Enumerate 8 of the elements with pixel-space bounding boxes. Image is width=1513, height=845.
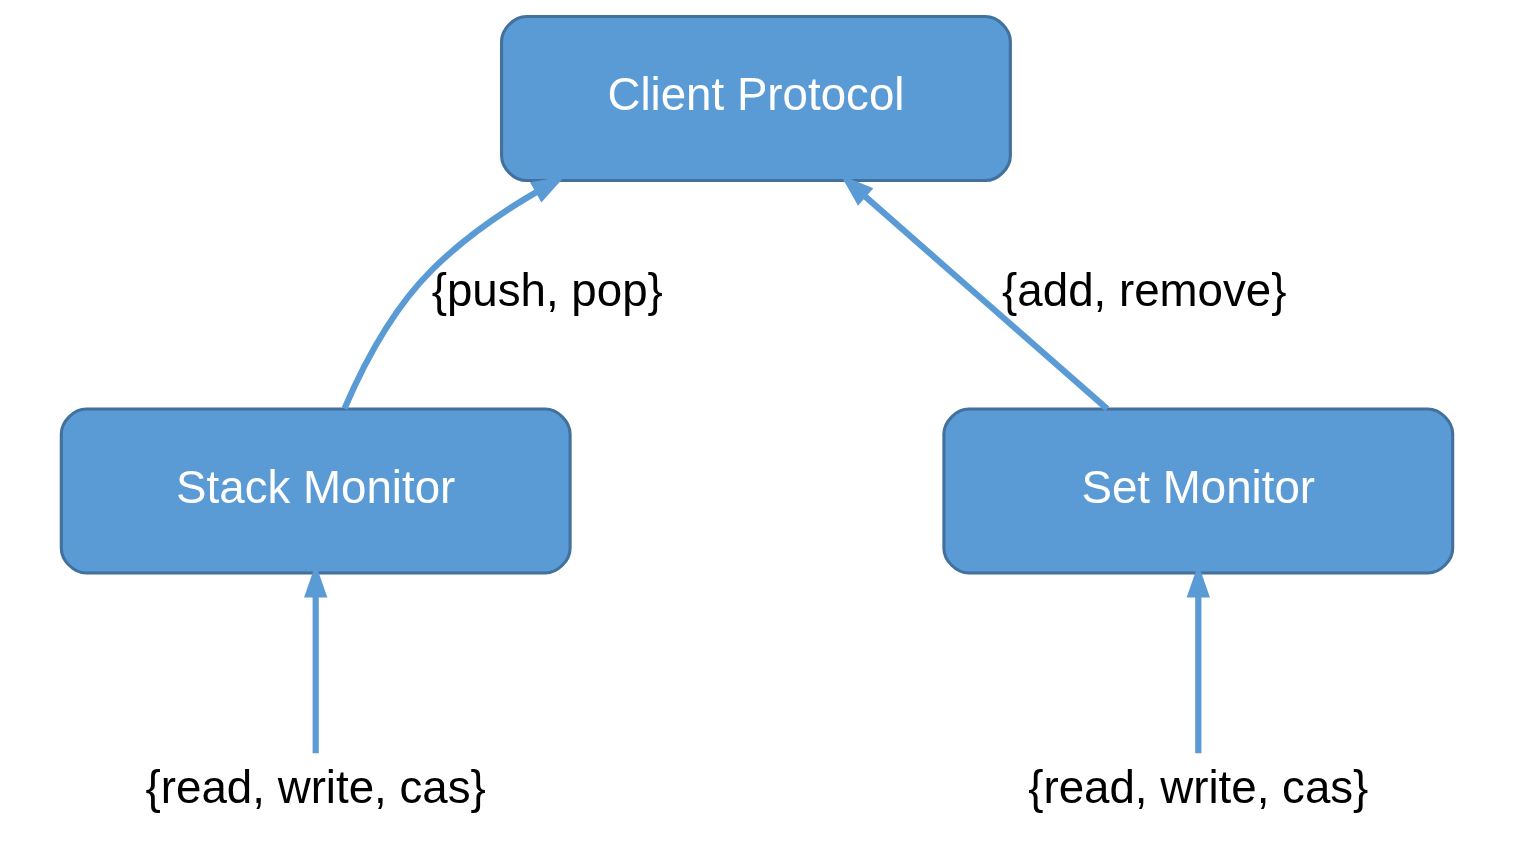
edge-label: {add, remove} [1001, 265, 1286, 317]
edge-label: {push, pop} [431, 265, 663, 317]
arrow [341, 176, 565, 410]
node-box: Set Monitor [941, 407, 1454, 575]
node-text: {read, write, cas} [145, 761, 486, 813]
node-text: {read, write, cas} [1027, 761, 1368, 813]
node-box: Client Protocol [499, 14, 1012, 183]
node-box: Stack Monitor [59, 407, 572, 575]
